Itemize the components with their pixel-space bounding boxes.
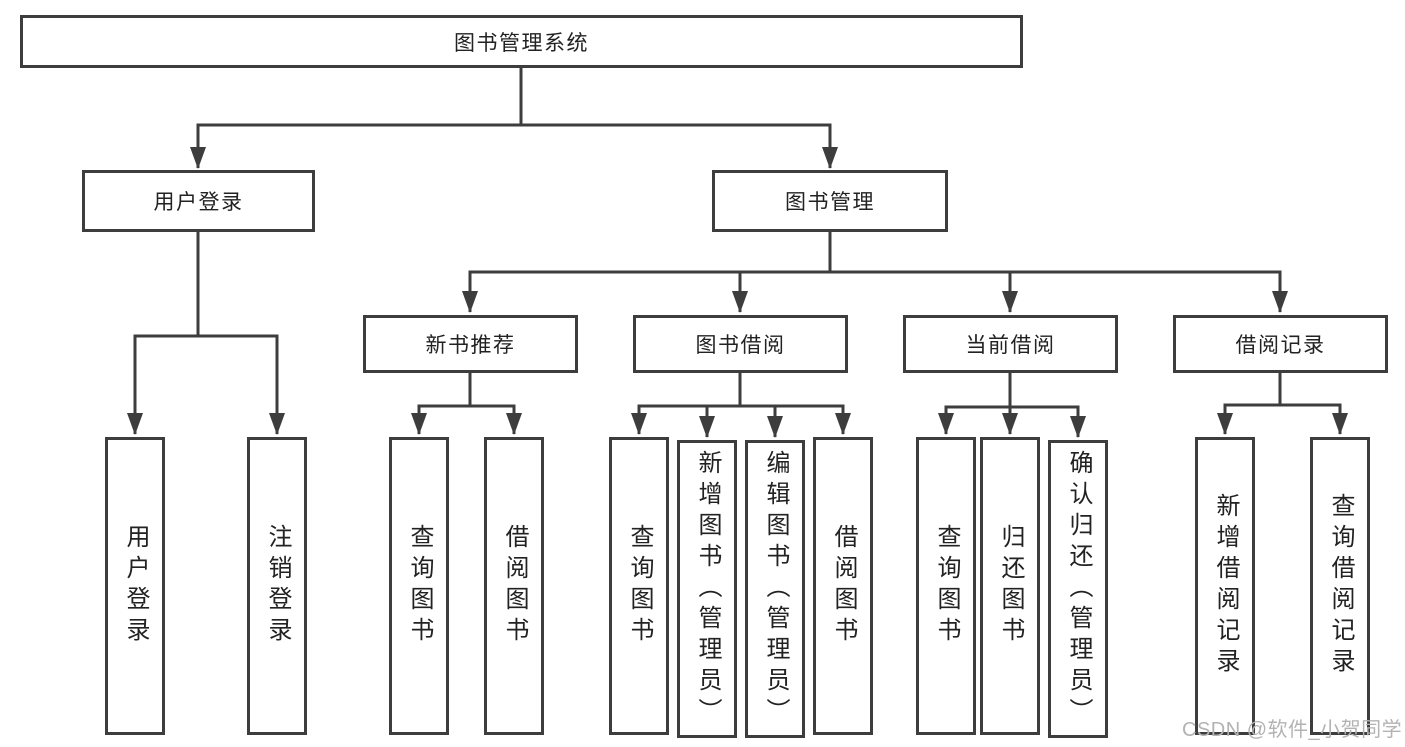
leaf-user-login: 用户登录 [105,437,165,735]
node-book-borrowing-label: 图书借阅 [695,334,786,357]
leaf-query-books-borrowing-label: 查询图书 [626,524,653,648]
node-user-login-label: 用户登录 [153,191,244,214]
leaf-query-books-current-label: 查询图书 [933,524,960,648]
leaf-user-login-label: 用户登录 [122,524,149,648]
node-root-label: 图书管理系统 [454,31,589,55]
leaf-add-books-admin: 新增图书（管理员） [677,440,737,738]
leaf-add-books-admin-label: 新增图书（管理员） [694,449,721,729]
leaf-borrow-books-borrowing: 借阅图书 [813,437,873,735]
leaf-add-borrow-record: 新增借阅记录 [1195,437,1255,735]
csdn-watermark: CSDN @软件_小贺同学 [1182,719,1403,741]
leaf-query-books-recommend: 查询图书 [389,437,449,735]
node-root: 图书管理系统 [20,15,1023,68]
node-new-book-recommendation: 新书推荐 [363,315,578,373]
leaf-query-borrow-record-label: 查询借阅记录 [1327,493,1354,679]
leaf-logout: 注销登录 [247,437,307,735]
leaf-query-borrow-record: 查询借阅记录 [1310,437,1370,735]
node-user-login: 用户登录 [82,170,315,232]
node-book-management-label: 图书管理 [785,191,875,214]
leaf-edit-books-admin-label: 编辑图书（管理员） [762,449,789,729]
leaf-edit-books-admin: 编辑图书（管理员） [745,440,805,738]
leaf-confirm-return-admin-label: 确认归还（管理员） [1065,449,1092,729]
leaf-borrow-books-borrowing-label: 借阅图书 [830,524,857,648]
leaf-borrow-books-recommend: 借阅图书 [484,437,544,735]
node-current-borrowing: 当前借阅 [903,315,1118,373]
node-borrowing-records: 借阅记录 [1173,315,1388,373]
node-new-book-recommendation-label: 新书推荐 [425,334,516,357]
leaf-borrow-books-recommend-label: 借阅图书 [501,524,528,648]
leaf-confirm-return-admin: 确认归还（管理员） [1048,440,1108,738]
leaf-query-books-borrowing: 查询图书 [609,437,669,735]
node-borrowing-records-label: 借阅记录 [1235,334,1326,357]
node-book-management: 图书管理 [712,170,948,232]
leaf-return-books: 归还图书 [980,437,1040,735]
leaf-query-books-current: 查询图书 [916,437,976,735]
node-book-borrowing: 图书借阅 [633,315,848,373]
leaf-add-borrow-record-label: 新增借阅记录 [1212,493,1239,679]
node-current-borrowing-label: 当前借阅 [965,334,1056,357]
leaf-query-books-recommend-label: 查询图书 [406,524,433,648]
leaf-logout-label: 注销登录 [264,524,291,648]
leaf-return-books-label: 归还图书 [997,524,1024,648]
